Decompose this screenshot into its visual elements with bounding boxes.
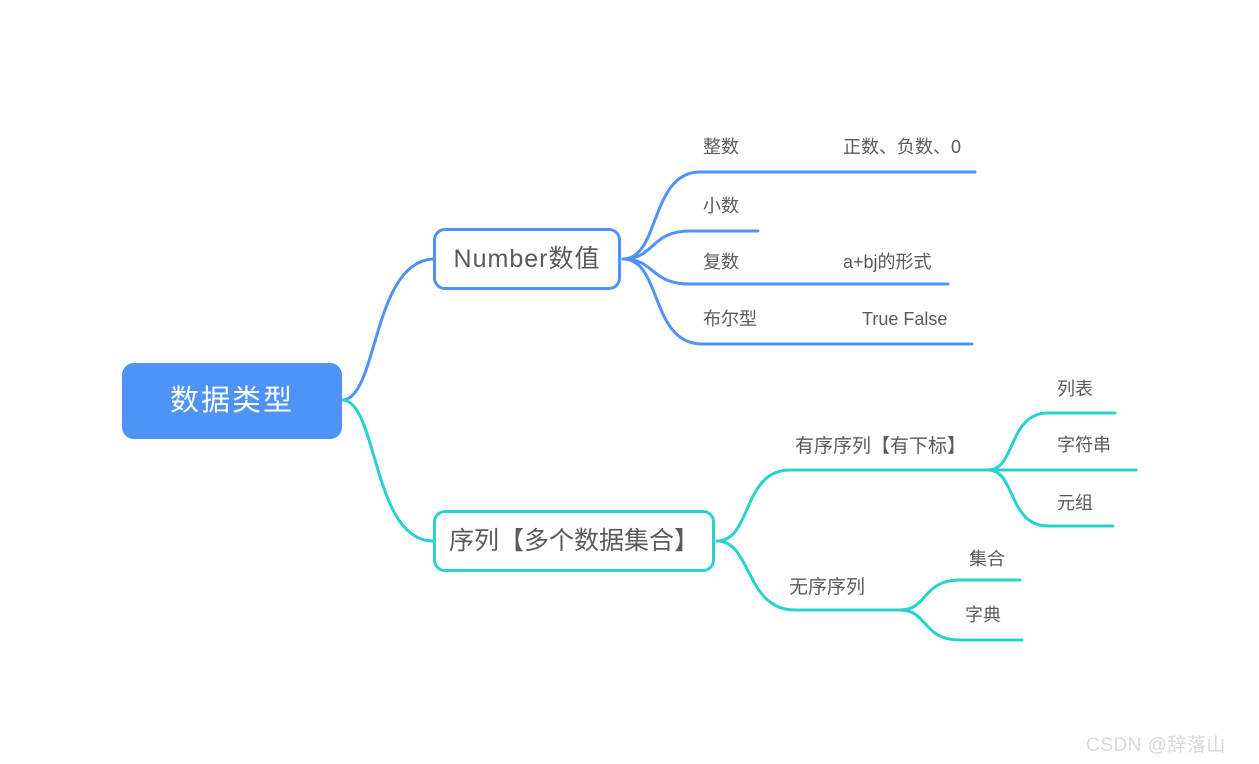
- edge-unordered-to-dict: [898, 608, 1024, 642]
- edge-root-to-sequence: [340, 398, 435, 543]
- edge-root-to-number: [340, 257, 435, 402]
- edge-ordered-to-tuple: [986, 468, 1115, 528]
- edge-sequence-to-ordered: [715, 468, 990, 543]
- leaf-float[interactable]: 小数: [703, 196, 739, 216]
- node-number[interactable]: Number数值: [433, 228, 621, 290]
- leaf-integer[interactable]: 整数: [703, 137, 739, 157]
- leaf-dict[interactable]: 字典: [965, 605, 1001, 625]
- leaf-ordered-sequence[interactable]: 有序序列【有下标】: [795, 436, 967, 457]
- leaf-tuple[interactable]: 元组: [1057, 493, 1093, 513]
- csdn-watermark: CSDN @辞落山: [1086, 735, 1226, 756]
- edge-sequence-to-unordered: [715, 539, 902, 612]
- leaf-unordered-sequence[interactable]: 无序序列: [789, 577, 866, 598]
- leaf-integer-detail: 正数、负数、0: [843, 137, 962, 157]
- root-node[interactable]: 数据类型: [122, 363, 342, 439]
- leaf-complex[interactable]: 复数: [703, 252, 739, 272]
- root-node-label: 数据类型: [169, 384, 294, 417]
- edge-number-to-integer: [621, 170, 977, 261]
- leaf-complex-detail: a+bj的形式: [843, 252, 932, 272]
- leaf-boolean[interactable]: 布尔型: [703, 309, 757, 329]
- node-sequence-label: 序列【多个数据集合】: [448, 526, 699, 555]
- leaf-string[interactable]: 字符串: [1057, 435, 1111, 455]
- node-number-label: Number数值: [453, 244, 601, 273]
- leaf-set[interactable]: 集合: [969, 549, 1005, 569]
- edge-unordered-to-set: [898, 578, 1022, 612]
- leaf-list[interactable]: 列表: [1057, 379, 1093, 399]
- node-sequence[interactable]: 序列【多个数据集合】: [433, 510, 715, 572]
- leaf-boolean-detail: True False: [862, 309, 948, 329]
